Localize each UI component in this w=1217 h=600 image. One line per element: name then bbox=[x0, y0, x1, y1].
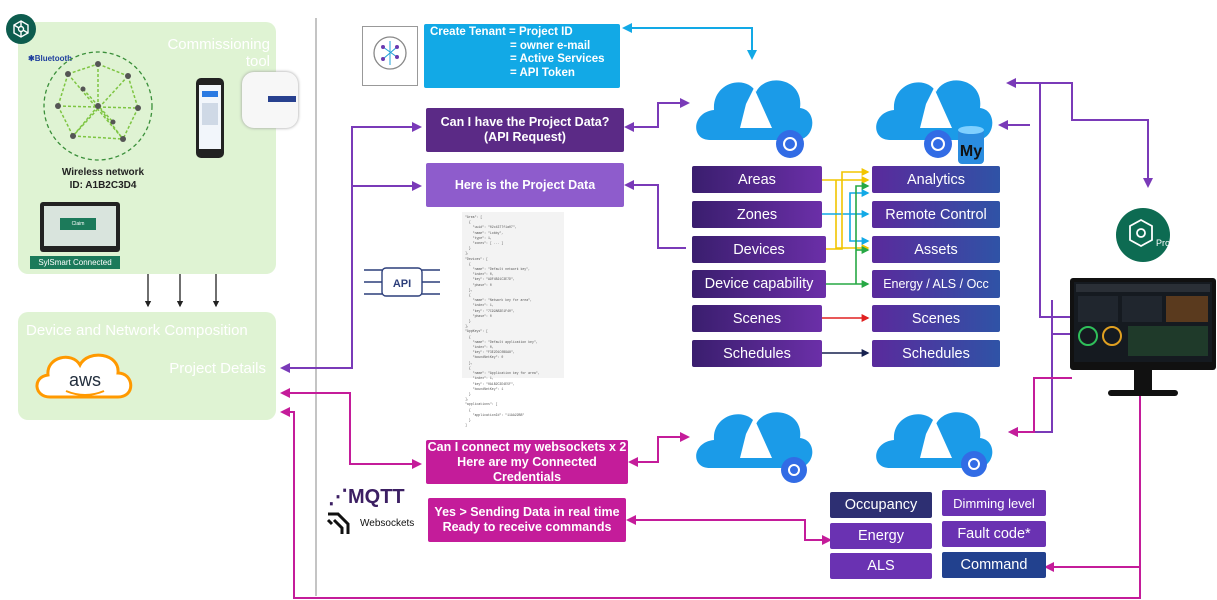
svg-text:My: My bbox=[960, 143, 982, 160]
data-scenes: Scenes bbox=[692, 305, 822, 332]
azure-cloud-1-icon bbox=[696, 80, 813, 158]
data-areas: Areas bbox=[692, 166, 822, 193]
composition-title: Device and Network Composition bbox=[26, 322, 248, 339]
sylsmart-brain-logo bbox=[362, 26, 418, 86]
commissioning-title: Commissioning tool bbox=[167, 36, 270, 70]
svg-text:Pro: Pro bbox=[1156, 238, 1170, 248]
aws-logo-icon: aws bbox=[30, 345, 140, 407]
realtime-als: ALS bbox=[830, 553, 932, 579]
azure-cloud-3-icon bbox=[696, 412, 813, 483]
data-schedules: Schedules bbox=[692, 340, 822, 367]
realtime-occupancy: Occupancy bbox=[830, 492, 932, 518]
bluetooth-icon: ✱ bbox=[28, 54, 35, 63]
realtime-command[interactable]: Command bbox=[942, 552, 1046, 578]
data-zones: Zones bbox=[692, 201, 822, 228]
sylsmart-connected-label: SylSmart Connected bbox=[30, 256, 120, 269]
realtime-dimming-level: Dimming level bbox=[942, 490, 1046, 516]
realtime-fault-code: Fault code* bbox=[942, 521, 1046, 547]
service-schedules: Schedules bbox=[872, 340, 1000, 367]
realtime-energy: Energy bbox=[830, 523, 932, 549]
create-tenant-box: Create Tenant = Project ID = owner e-mai… bbox=[424, 24, 620, 88]
dashboard-monitor bbox=[1070, 278, 1216, 370]
monitor-stand bbox=[1134, 370, 1152, 392]
api-icon: API bbox=[362, 260, 442, 304]
bluetooth-label: ✱Bluetooth bbox=[28, 54, 73, 63]
json-payload-preview: "Area": [ { "uuid": "02c4377f1a07", "nam… bbox=[462, 212, 564, 427]
monitor-base bbox=[1108, 390, 1178, 396]
phone-device bbox=[196, 78, 224, 158]
data-device-capability: Device capability bbox=[692, 270, 826, 298]
service-assets: Assets bbox=[872, 236, 1000, 263]
mesh-network-diagram bbox=[43, 51, 153, 161]
websockets-icon bbox=[326, 512, 350, 534]
service-scenes: Scenes bbox=[872, 305, 1000, 332]
gateway-device bbox=[242, 72, 298, 128]
mqtt-logo: ⋰MQTT bbox=[328, 486, 405, 508]
sylvania-logo-icon bbox=[6, 14, 36, 44]
azure-cloud-2-icon: My bbox=[876, 80, 993, 164]
service-remote-control: Remote Control bbox=[872, 201, 1000, 228]
svg-text:aws: aws bbox=[69, 370, 101, 390]
laptop: Claim bbox=[40, 202, 120, 252]
svg-text:API: API bbox=[393, 278, 411, 290]
wireless-network-label: Wireless network ID: A1B2C3D4 bbox=[61, 167, 145, 191]
claim-button[interactable]: Claim bbox=[60, 218, 96, 230]
service-energy-als-occ: Energy / ALS / Occ bbox=[872, 270, 1000, 298]
data-devices: Devices bbox=[692, 236, 826, 263]
websockets-logo: Websockets bbox=[326, 510, 414, 536]
service-analytics: Analytics bbox=[872, 166, 1000, 193]
mqtt-signal-icon: ⋰ bbox=[328, 486, 348, 508]
pro-badge-icon: Pro bbox=[1116, 208, 1170, 262]
project-data-response-box: Here is the Project Data bbox=[426, 163, 624, 207]
project-data-request-box: Can I have the Project Data?(API Request… bbox=[426, 108, 624, 152]
project-details-label: Project Details bbox=[169, 360, 266, 377]
azure-cloud-4-icon bbox=[876, 412, 993, 477]
